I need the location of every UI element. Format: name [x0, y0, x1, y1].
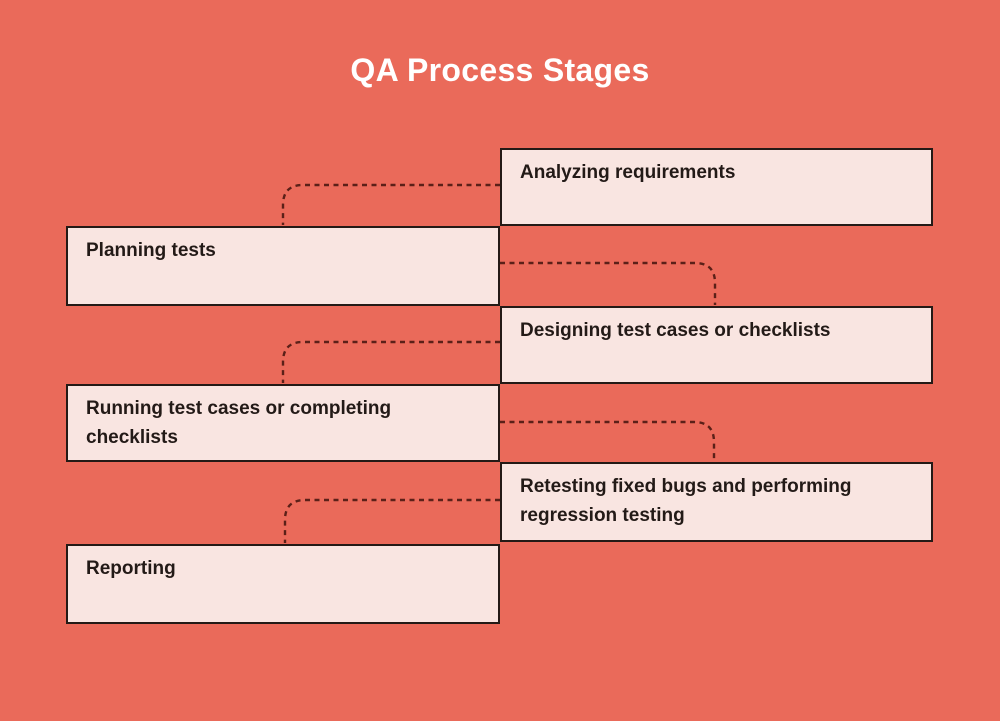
- connector-2-3: [500, 261, 717, 305]
- stage-box-designing-test-cases: Designing test cases or checklists: [500, 306, 933, 384]
- stage-box-analyzing-requirements: Analyzing requirements: [500, 148, 933, 226]
- stage-label: Analyzing requirements: [520, 162, 736, 183]
- stage-box-planning-tests: Planning tests: [66, 226, 500, 306]
- stage-label: Retesting fixed bugs and performing regr…: [520, 476, 852, 526]
- stage-box-running-test-cases: Running test cases or completing checkli…: [66, 384, 500, 462]
- stage-box-retesting-fixed-bugs: Retesting fixed bugs and performing regr…: [500, 462, 933, 542]
- connector-4-5: [500, 420, 716, 461]
- stage-label: Reporting: [86, 558, 176, 579]
- stage-label: Running test cases or completing checkli…: [86, 398, 392, 448]
- diagram-title: QA Process Stages: [350, 52, 650, 88]
- stage-label: Planning tests: [86, 240, 216, 261]
- stage-label: Designing test cases or checklists: [520, 320, 831, 341]
- connector-3-4: [281, 340, 500, 383]
- connector-1-2: [281, 183, 500, 225]
- connector-5-6: [283, 498, 500, 543]
- stage-box-reporting: Reporting: [66, 544, 500, 624]
